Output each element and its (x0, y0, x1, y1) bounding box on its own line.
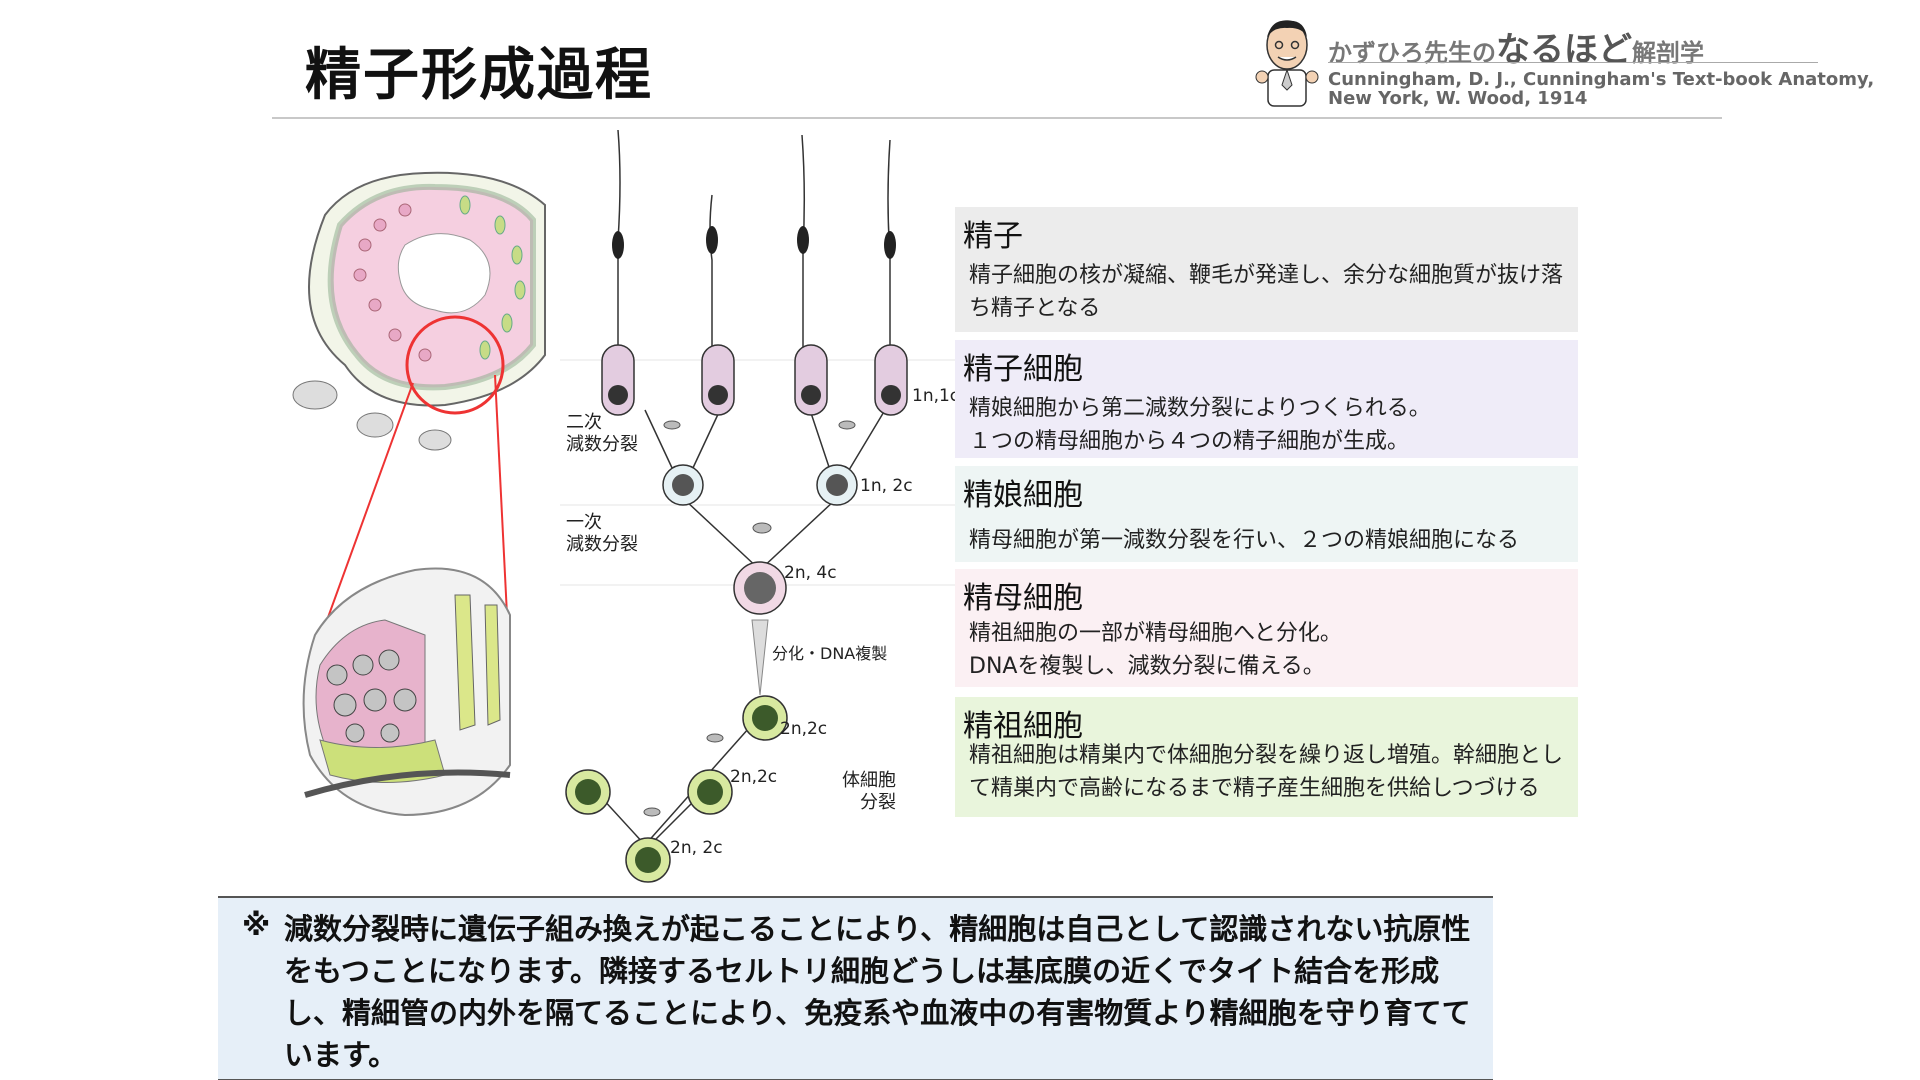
panel-text: 精祖細胞の一部が精母細胞へと分化。 DNAを複製し、減数分裂に備える。 (969, 621, 1342, 679)
secondary-spermatocytes (662, 464, 858, 506)
panel-title: 精祖細胞 (963, 709, 1083, 744)
credit-line-2: New York, W. Wood, 1914 (1328, 88, 1588, 109)
panel-spermatozoa: 精子 精子細胞の核が凝縮、鞭毛が発達し、余分な細胞質が抜け落ち精子となる (955, 207, 1578, 332)
title-divider (272, 117, 1722, 119)
panel-secondary-spermatocyte: 精娘細胞 精母細胞が第一減数分裂を行い、２つの精娘細胞になる (955, 466, 1578, 562)
panel-text: 精祖細胞は精巣内で体細胞分裂を繰り返し増殖。幹細胞として精巣内で高齢になるまで精… (969, 743, 1564, 801)
panel-title: 精娘細胞 (963, 478, 1083, 513)
brand-main: なるほど (1496, 30, 1632, 70)
label-gonium-ploidy-2: 2n,2c (730, 767, 778, 787)
tubule-enlarged-section (302, 567, 511, 817)
stage-meiosis-1: 一次 減数分裂 (566, 512, 638, 555)
label-secondary-ploidy: 1n, 2c (860, 476, 913, 496)
stage-mitosis: 体細胞 分裂 (842, 770, 896, 813)
avatar (1255, 20, 1319, 107)
note-text: 減数分裂時に遺伝子組み換えが起こることにより、精細胞は自己として認識されない抗原… (284, 912, 1471, 1072)
note-mark: ※ (242, 908, 271, 942)
brand-divider (1328, 62, 1818, 63)
brand-title: かずひろ先生のなるほど解剖学 (1328, 22, 1704, 71)
spermatogonia (565, 695, 788, 883)
spermatozoa (612, 129, 896, 355)
tubule-cross-section (292, 171, 546, 451)
label-gonium-ploidy-1: 2n,2c (780, 719, 828, 739)
panel-spermatogonium: 精祖細胞 精祖細胞は精巣内で体細胞分裂を繰り返し増殖。幹細胞として精巣内で高齢に… (955, 697, 1578, 817)
label-differentiation: 分化・DNA複製 (772, 644, 888, 663)
panel-spermatid: 精子細胞 精娘細胞から第二減数分裂によりつくられる。 １つの精母細胞から４つの精… (955, 340, 1578, 458)
seminiferous-tubule-illustration (292, 171, 546, 817)
label-primary-ploidy: 2n, 4c (784, 563, 837, 583)
credit: Cunningham, D. J., Cunningham's Text-boo… (1328, 70, 1874, 108)
spermatogenesis-diagram (560, 129, 960, 883)
spermatids (601, 344, 908, 416)
stage-meiosis-2: 二次 減数分裂 (566, 412, 638, 455)
panel-title: 精子 (963, 219, 1023, 254)
panel-title: 精子細胞 (963, 352, 1083, 387)
page-title: 精子形成過程 (305, 43, 653, 108)
panel-text: 精娘細胞から第二減数分裂によりつくられる。 １つの精母細胞から４つの精子細胞が生… (969, 396, 1431, 454)
credit-line-1: Cunningham, D. J., Cunningham's Text-boo… (1328, 69, 1875, 90)
panel-primary-spermatocyte: 精母細胞 精祖細胞の一部が精母細胞へと分化。 DNAを複製し、減数分裂に備える。 (955, 569, 1578, 687)
panel-title: 精母細胞 (963, 581, 1083, 616)
panel-text: 精子細胞の核が凝縮、鞭毛が発達し、余分な細胞質が抜け落ち精子となる (969, 263, 1564, 321)
panel-text: 精母細胞が第一減数分裂を行い、２つの精娘細胞になる (969, 528, 1520, 553)
primary-spermatocyte (733, 561, 787, 615)
note-box (218, 896, 1493, 1080)
label-spermatid-ploidy: 1n,1c (912, 386, 960, 406)
label-gonium-ploidy-3: 2n, 2c (670, 838, 723, 858)
